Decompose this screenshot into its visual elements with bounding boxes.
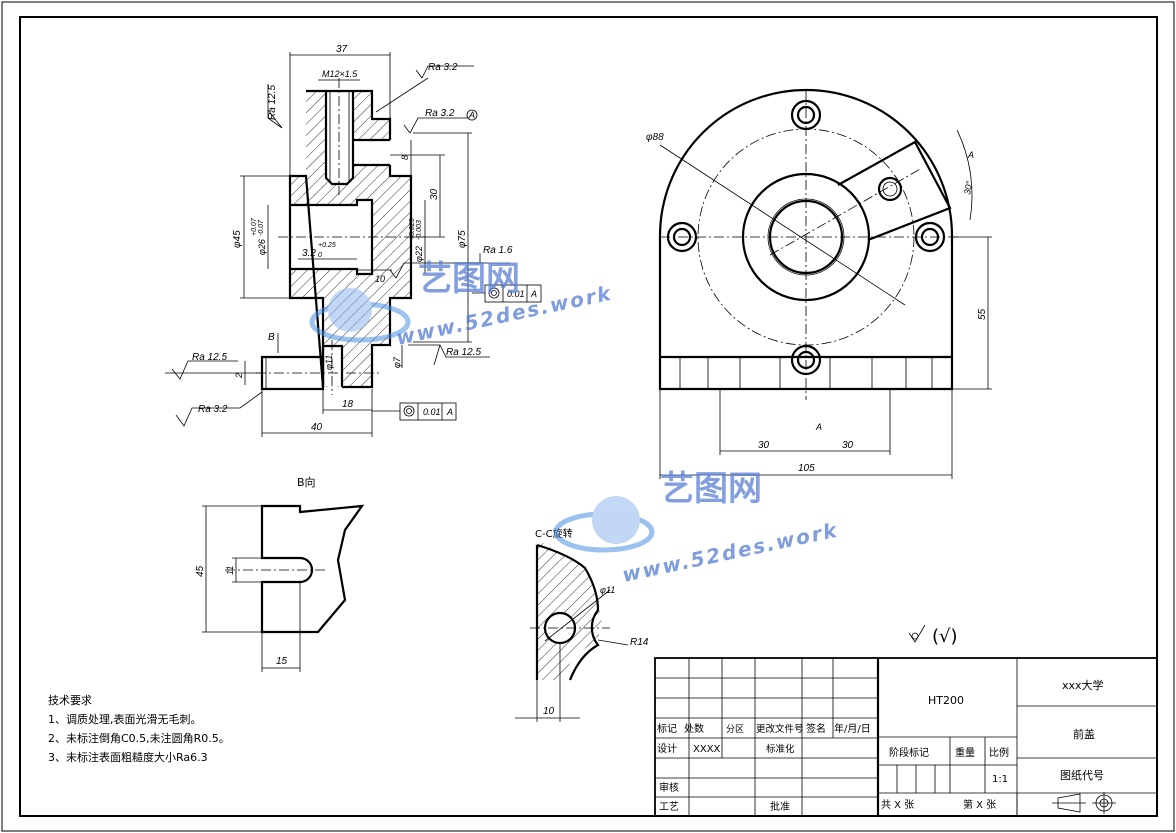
svg-text:30: 30 bbox=[429, 188, 440, 200]
svg-text:比例: 比例 bbox=[989, 746, 1009, 759]
svg-text:工艺: 工艺 bbox=[659, 801, 679, 813]
svg-text:更改文件号: 更改文件号 bbox=[756, 723, 804, 735]
svg-text:15: 15 bbox=[276, 656, 288, 667]
svg-text:Ra 12.5: Ra 12.5 bbox=[192, 352, 227, 363]
svg-text:+0.025: +0.025 bbox=[409, 218, 416, 240]
b-view: B向 45 11 15 bbox=[195, 475, 365, 672]
svg-text:3.2: 3.2 bbox=[302, 248, 316, 259]
svg-text:55: 55 bbox=[977, 308, 988, 320]
svg-text:30: 30 bbox=[842, 440, 854, 451]
svg-text:Ra 1.6: Ra 1.6 bbox=[483, 245, 513, 256]
svg-text:11: 11 bbox=[225, 566, 235, 575]
svg-text:φ45: φ45 bbox=[232, 230, 243, 248]
svg-text:图纸代号: 图纸代号 bbox=[1060, 769, 1104, 782]
svg-text:审核: 审核 bbox=[659, 781, 679, 794]
svg-text:105: 105 bbox=[798, 463, 815, 474]
technical-requirements: 技术要求 1、调质处理,表面光滑无毛刺。 2、未标注倒角C0.5,未注圆角R0.… bbox=[48, 694, 230, 764]
svg-text:标准化: 标准化 bbox=[766, 743, 795, 755]
svg-text:φ75: φ75 bbox=[457, 230, 468, 248]
svg-text:30: 30 bbox=[758, 440, 770, 451]
svg-text:φ11: φ11 bbox=[324, 355, 334, 370]
svg-text:年/月/日: 年/月/日 bbox=[834, 722, 871, 735]
svg-text:10: 10 bbox=[543, 706, 555, 717]
svg-text:艺图网: 艺图网 bbox=[660, 469, 762, 509]
svg-text:B向: B向 bbox=[297, 475, 316, 489]
svg-text:2: 2 bbox=[234, 373, 244, 379]
svg-text:(√): (√) bbox=[932, 626, 958, 647]
svg-text:3、未标注表面粗糙度大小Ra6.3: 3、未标注表面粗糙度大小Ra6.3 bbox=[48, 750, 208, 764]
svg-text:处数: 处数 bbox=[684, 722, 704, 735]
svg-text:R14: R14 bbox=[630, 637, 649, 648]
svg-text:A: A bbox=[468, 110, 475, 120]
svg-text:Ra 3.2: Ra 3.2 bbox=[425, 108, 455, 119]
svg-text:φ11: φ11 bbox=[600, 585, 615, 595]
svg-text:HT200: HT200 bbox=[928, 694, 964, 707]
end-view-dimensions: φ88 30° A A 55 30 30 105 bbox=[646, 129, 992, 479]
svg-text:设计: 设计 bbox=[657, 742, 677, 755]
svg-text:0.01: 0.01 bbox=[507, 289, 525, 299]
svg-text:xxx大学: xxx大学 bbox=[1062, 678, 1104, 692]
svg-text:第 X 张: 第 X 张 bbox=[963, 798, 996, 811]
svg-text:XXXX: XXXX bbox=[693, 744, 721, 755]
svg-text:Ra 3.2: Ra 3.2 bbox=[198, 404, 228, 415]
svg-text:φ22: φ22 bbox=[414, 246, 424, 262]
general-roughness-note: (√) bbox=[908, 624, 958, 647]
svg-text:共 X 张: 共 X 张 bbox=[881, 799, 914, 811]
svg-text:阶段标记: 阶段标记 bbox=[889, 746, 929, 759]
svg-text:A: A bbox=[815, 422, 822, 432]
svg-text:-0.07: -0.07 bbox=[258, 219, 265, 236]
svg-text:2、未标注倒角C0.5,未注圆角R0.5。: 2、未标注倒角C0.5,未注圆角R0.5。 bbox=[48, 731, 230, 745]
svg-text:Ra 12.5: Ra 12.5 bbox=[446, 347, 481, 358]
svg-text:+0.07: +0.07 bbox=[251, 217, 258, 236]
svg-text:重量: 重量 bbox=[955, 746, 975, 759]
svg-text:0: 0 bbox=[318, 252, 322, 259]
svg-text:1:1: 1:1 bbox=[992, 774, 1008, 785]
svg-text:A: A bbox=[967, 150, 974, 160]
watermark-globe-icon bbox=[553, 496, 655, 553]
svg-text:技术要求: 技术要求 bbox=[48, 694, 92, 707]
svg-text:标记: 标记 bbox=[657, 723, 677, 735]
svg-text:+0.25: +0.25 bbox=[318, 242, 336, 249]
svg-text:φ7: φ7 bbox=[392, 356, 402, 368]
svg-text:批准: 批准 bbox=[770, 800, 790, 813]
svg-text:φ88: φ88 bbox=[646, 132, 664, 143]
watermark-globe-icon bbox=[309, 288, 411, 343]
svg-text:φ26: φ26 bbox=[257, 239, 267, 255]
svg-text:37: 37 bbox=[336, 44, 348, 55]
title-block: HT200 xxx大学 前盖 图纸代号 标记 处数 分区 更改文件号 签名 年/… bbox=[654, 657, 1158, 817]
svg-text:1、调质处理,表面光滑无毛刺。: 1、调质处理,表面光滑无毛刺。 bbox=[48, 712, 202, 726]
svg-text:10: 10 bbox=[375, 274, 385, 284]
svg-text:-0.003: -0.003 bbox=[416, 220, 423, 240]
end-view bbox=[658, 88, 960, 400]
svg-text:Ra 3.2: Ra 3.2 bbox=[428, 62, 458, 73]
section-view bbox=[256, 78, 425, 395]
svg-text:前盖: 前盖 bbox=[1073, 727, 1095, 741]
watermark-2: 艺图网 www.52des.work bbox=[553, 469, 841, 587]
svg-text:艺图网: 艺图网 bbox=[418, 259, 520, 299]
svg-text:B: B bbox=[268, 332, 275, 343]
svg-text:8: 8 bbox=[400, 155, 410, 160]
projection-symbol-icon bbox=[1052, 792, 1116, 814]
svg-text:分区: 分区 bbox=[726, 724, 744, 735]
sheet-inner-border bbox=[19, 16, 1158, 817]
svg-text:M12×1.5: M12×1.5 bbox=[322, 69, 358, 79]
svg-text:18: 18 bbox=[342, 399, 354, 410]
section-dimensions: 37 M12×1.5 Ra 3.2 Ra 3.2 A Ra 12.5 8 30 … bbox=[165, 44, 542, 437]
svg-text:30°: 30° bbox=[962, 180, 974, 196]
svg-text:A: A bbox=[530, 289, 537, 299]
svg-text:签名: 签名 bbox=[806, 722, 826, 735]
c-section-view: C-C旋转 φ11 R14 10 bbox=[515, 527, 649, 722]
svg-text:0.01: 0.01 bbox=[423, 407, 441, 417]
svg-text:A: A bbox=[446, 407, 453, 417]
svg-text:45: 45 bbox=[195, 565, 206, 577]
svg-text:Ra 12.5: Ra 12.5 bbox=[267, 85, 278, 120]
svg-text:40: 40 bbox=[311, 422, 323, 433]
